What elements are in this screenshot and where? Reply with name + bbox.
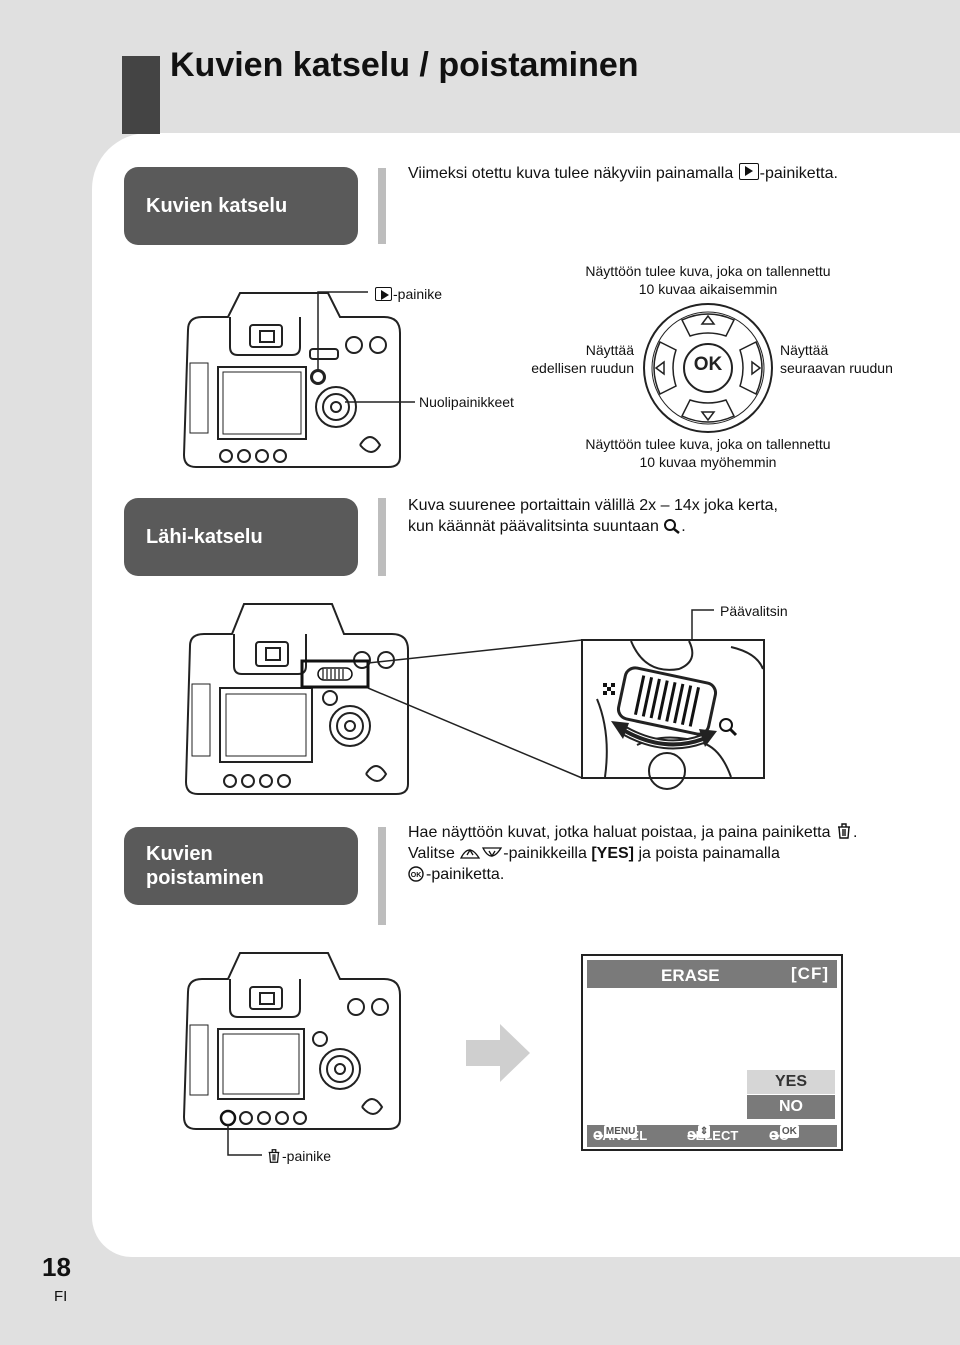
footer-go: GO ➔ OK — [769, 1125, 799, 1147]
callout-lines-view — [311, 291, 415, 403]
erase-instruction-yes: [YES] — [591, 845, 634, 862]
title-accent-bar — [122, 56, 160, 134]
erase-screen-title: ERASE — [661, 966, 720, 985]
erase-instruction-line2: Valitse -painikkeilla [YES] ja poista pa… — [408, 843, 857, 864]
callout-play-button: -painike — [374, 284, 442, 305]
erase-instruction: Hae näyttöön kuvat, jotka haluat poistaa… — [408, 822, 857, 885]
camera-illustration-view — [182, 292, 401, 468]
section-label-erase: Kuvien poistaminen — [124, 827, 358, 905]
trash-icon — [268, 1149, 280, 1163]
view-instruction: Viimeksi otettu kuva tulee näkyviin pain… — [408, 163, 838, 184]
magnify-icon — [664, 519, 681, 534]
svg-text:OK: OK — [411, 872, 422, 879]
dial-label: Päävalitsin — [720, 603, 788, 619]
camera-illustration-erase — [182, 952, 401, 1130]
section-label-view-text: Kuvien katselu — [146, 194, 288, 217]
erase-screen: ERASE [CF] YES NO CANCEL ➔ MENU SELECT ➔… — [581, 954, 843, 1151]
erase-instruction-line2-b: -painikkeilla — [503, 845, 592, 862]
section-label-closeup: Lähi-katselu — [124, 498, 358, 576]
section-label-erase-text: Kuvien poistaminen — [146, 842, 264, 890]
closeup-instruction-line2-text: kun käännät päävalitsinta suuntaan — [408, 518, 664, 535]
trash-icon — [837, 823, 850, 839]
ok-button-label: OK — [693, 354, 723, 375]
callout-right-line1: Näyttää — [780, 342, 829, 358]
section-label-erase-line1: Kuvien — [146, 843, 213, 865]
callout-down-line1: Näyttöön tulee kuva, joka on tallennettu — [585, 436, 831, 452]
erase-screen-footer: CANCEL ➔ MENU SELECT ➔ ⇕ GO ➔ OK — [587, 1125, 837, 1147]
callout-down-line2: 10 kuvaa myöhemmin — [639, 454, 777, 470]
dial-closeup-illustration — [581, 639, 765, 790]
page-title: Kuvien katselu / poistaminen — [170, 46, 639, 84]
footer-select: SELECT ➔ ⇕ — [687, 1125, 738, 1147]
callout-play-button-text: -painike — [393, 286, 443, 302]
ok-key-label: OK — [779, 1125, 799, 1138]
callout-up-line1: Näyttöön tulee kuva, joka on tallennettu — [585, 263, 831, 279]
callout-right-line2: seuraavan ruudun — [780, 360, 893, 376]
closeup-instruction-line1: Kuva suurenee portaittain välillä 2x – 1… — [408, 497, 778, 514]
erase-instruction-line3-text: -painiketta. — [426, 866, 505, 883]
callout-left: Näyttää edellisen ruudun — [506, 341, 634, 377]
play-icon — [738, 163, 759, 180]
section-label-view: Kuvien katselu — [124, 167, 358, 245]
section-label-closeup-text: Lähi-katselu — [146, 525, 263, 548]
erase-instruction-line1-text: Hae näyttöön kuvat, jotka haluat poistaa… — [408, 824, 835, 841]
closeup-instruction-line2: kun käännät päävalitsinta suuntaan . — [408, 516, 778, 537]
erase-option-no[interactable]: NO — [747, 1095, 835, 1119]
page-language: FI — [54, 1288, 68, 1305]
callout-down: Näyttöön tulee kuva, joka on tallennettu… — [562, 435, 854, 471]
erase-screen-header: ERASE [CF] — [587, 960, 837, 988]
arrow-pad-diagram — [643, 303, 773, 433]
section-divider-closeup — [378, 498, 386, 576]
play-icon — [375, 287, 392, 301]
view-instruction-text: Viimeksi otettu kuva tulee näkyviin pain… — [408, 165, 738, 182]
section-label-erase-line2: poistaminen — [146, 867, 264, 889]
closeup-instruction: Kuva suurenee portaittain välillä 2x – 1… — [408, 495, 778, 537]
view-instruction-end: -painiketta. — [759, 165, 838, 182]
callout-trash-button-text: -painike — [282, 1148, 332, 1164]
up-down-arrows-icon — [460, 847, 503, 859]
erase-instruction-line3: OK -painiketta. — [408, 864, 857, 885]
erase-option-yes[interactable]: YES — [747, 1070, 835, 1094]
callout-trash-button: -painike — [266, 1146, 331, 1167]
erase-screen-card: [CF] — [791, 964, 829, 983]
ok-circle-icon: OK — [408, 866, 424, 882]
callout-arrow-buttons: Nuolipainikkeet — [419, 394, 514, 410]
closeup-instruction-line2-end: . — [681, 518, 686, 535]
callout-left-line1: Näyttää — [585, 342, 634, 358]
section-divider-erase — [378, 827, 386, 925]
footer-select-text: SELECT — [687, 1128, 739, 1143]
erase-instruction-line1-end: . — [852, 824, 858, 841]
select-arrows-icon: ⇕ — [697, 1125, 711, 1138]
callout-left-line2: edellisen ruudun — [531, 360, 634, 376]
callout-up: Näyttöön tulee kuva, joka on tallennettu… — [562, 262, 854, 298]
erase-instruction-line2-c: ja poista painamalla — [634, 845, 780, 862]
right-arrow-icon — [466, 1024, 530, 1082]
callout-right: Näyttää seuraavan ruudun — [780, 341, 930, 377]
camera-illustration-closeup — [184, 603, 409, 795]
page-number: 18 — [42, 1252, 71, 1282]
footer-cancel: CANCEL ➔ MENU — [593, 1125, 647, 1147]
section-divider-view — [378, 168, 386, 244]
erase-instruction-line2-a: Valitse — [408, 845, 460, 862]
trash-callout-line — [227, 1124, 262, 1156]
menu-key-label: MENU — [603, 1125, 638, 1138]
callout-up-line2: 10 kuvaa aikaisemmin — [638, 281, 778, 297]
erase-instruction-line1: Hae näyttöön kuvat, jotka haluat poistaa… — [408, 822, 857, 843]
